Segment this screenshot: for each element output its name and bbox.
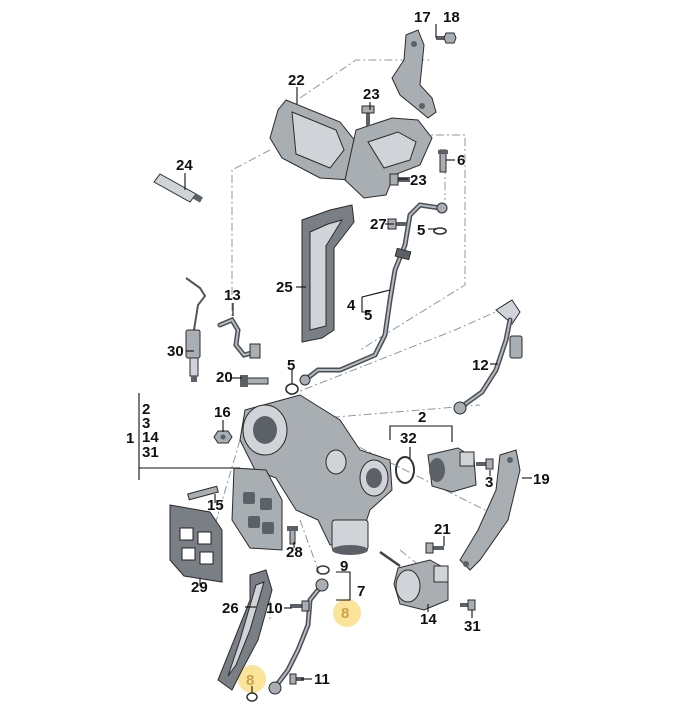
callout-23: 23	[363, 86, 380, 103]
callout-32: 32	[400, 430, 417, 447]
sealant-tube-24	[153, 173, 203, 203]
callout-18: 18	[443, 9, 460, 26]
turbocharger-1	[239, 394, 393, 555]
bolt-23-upper	[361, 105, 375, 126]
callout-8: 8	[341, 605, 349, 622]
callout-25: 25	[276, 279, 293, 296]
oil-return-line-9	[268, 578, 329, 695]
stud-15	[187, 485, 219, 501]
callout-5: 5	[287, 357, 295, 374]
callout-20: 20	[216, 369, 233, 386]
bolt-11	[289, 673, 304, 685]
callout-8: 8	[246, 672, 254, 689]
callout-30: 30	[167, 343, 184, 360]
callout-26: 26	[222, 600, 239, 617]
stud-6	[438, 149, 448, 173]
stud-20	[240, 375, 269, 387]
oxygen-sensor-30	[185, 277, 207, 382]
callout-14: 14	[142, 429, 159, 446]
bolt-21	[425, 542, 444, 554]
callout-12: 12	[472, 357, 489, 374]
callout-5: 5	[417, 222, 425, 239]
callout-2: 2	[418, 409, 426, 426]
callout-labels: 1 2 3 14 31 2 3 4 5 5 5 6 7 8 8 9 10 11 …	[126, 9, 550, 689]
bolt-31	[460, 599, 476, 611]
callout-6: 6	[457, 152, 465, 169]
bolt-3	[476, 458, 494, 470]
callout-19: 19	[533, 471, 550, 488]
callout-11: 11	[314, 671, 330, 688]
bracket-19	[459, 449, 521, 571]
gasket-29	[169, 504, 223, 583]
callout-10: 10	[266, 600, 283, 617]
stud-28	[287, 526, 298, 545]
callout-1: 1	[126, 430, 134, 447]
bolt-10	[290, 600, 310, 612]
callout-17: 17	[414, 9, 431, 26]
callout-23: 23	[410, 172, 427, 189]
heat-shield-22	[269, 99, 433, 199]
callout-31: 31	[142, 444, 159, 461]
callout-16: 16	[214, 404, 231, 421]
callout-24: 24	[176, 157, 193, 174]
callout-3: 3	[485, 474, 493, 491]
callout-9: 9	[340, 558, 348, 575]
leader-lines	[138, 24, 532, 693]
callout-14: 14	[420, 611, 437, 628]
callout-21: 21	[434, 521, 451, 538]
heat-shield-25	[301, 204, 355, 343]
callout-7: 7	[357, 583, 365, 600]
seal-ring-32	[395, 456, 415, 484]
callout-22: 22	[288, 72, 305, 89]
callout-2: 2	[142, 401, 150, 418]
heat-shield-26	[217, 569, 273, 691]
flange-plate	[231, 467, 283, 551]
actuator-14	[379, 550, 449, 611]
callout-15: 15	[207, 497, 224, 514]
oil-line-4	[299, 202, 448, 386]
bolt-18	[436, 32, 457, 44]
valve-2	[427, 447, 477, 493]
callout-31: 31	[464, 618, 481, 635]
callout-3: 3	[142, 415, 150, 432]
callout-27: 27	[370, 216, 387, 233]
callout-28: 28	[286, 544, 303, 561]
bracket-17	[391, 29, 437, 119]
callout-29: 29	[191, 579, 208, 596]
nut-16	[213, 430, 233, 444]
highlight-marker	[333, 599, 361, 627]
callout-4: 4	[347, 297, 356, 314]
coolant-pipe-13	[217, 316, 261, 359]
callout-13: 13	[224, 287, 241, 304]
highlight-marker	[238, 665, 266, 693]
hose-12	[453, 299, 523, 415]
callout-5: 5	[364, 307, 372, 324]
